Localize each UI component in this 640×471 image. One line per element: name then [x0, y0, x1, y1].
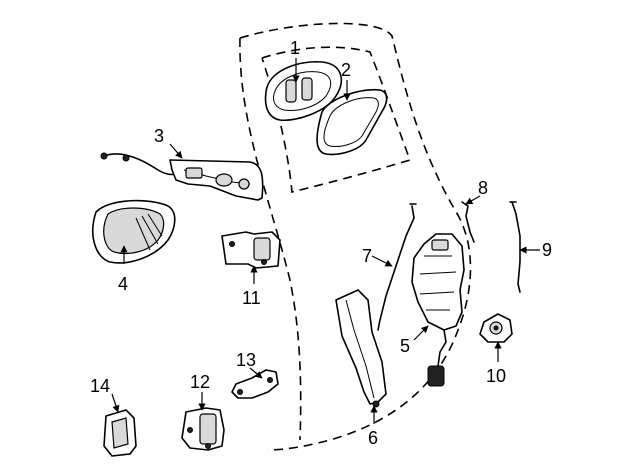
- callout-8: 8: [478, 178, 488, 198]
- callout-14: 14: [90, 376, 110, 396]
- callout-10: 10: [486, 366, 506, 386]
- callout-1: 1: [290, 38, 300, 58]
- part-12-hinge: [181, 407, 225, 451]
- part-14-cap: [103, 409, 137, 457]
- door-outline: [239, 22, 472, 451]
- part-3-inside-handle-cable: [100, 152, 264, 201]
- callout-3: 3: [154, 126, 164, 146]
- part-11-bracket: [221, 231, 281, 269]
- part-5-latch: [411, 233, 465, 387]
- callout-4: 4: [118, 274, 128, 294]
- part-8-clip: [461, 201, 475, 243]
- callout-5: 5: [400, 336, 410, 356]
- part-1-outer-handle: [264, 60, 343, 122]
- callout-2: 2: [341, 60, 351, 80]
- callout-12: 12: [190, 372, 210, 392]
- part-4-inner-bezel: [92, 199, 176, 264]
- part-10-cylinder: [479, 313, 513, 343]
- part-7-rod: [377, 203, 417, 331]
- callout-11: 11: [242, 288, 261, 308]
- part-9-long-rod: [509, 201, 521, 293]
- part-2-handle-bezel: [316, 88, 388, 156]
- callout-6: 6: [368, 428, 378, 448]
- callout-13: 13: [236, 350, 256, 370]
- callout-7: 7: [362, 246, 372, 266]
- leader-lines: [111, 58, 540, 424]
- part-13-link: [231, 369, 279, 399]
- callout-9: 9: [542, 240, 552, 260]
- part-6-shield: [335, 289, 387, 408]
